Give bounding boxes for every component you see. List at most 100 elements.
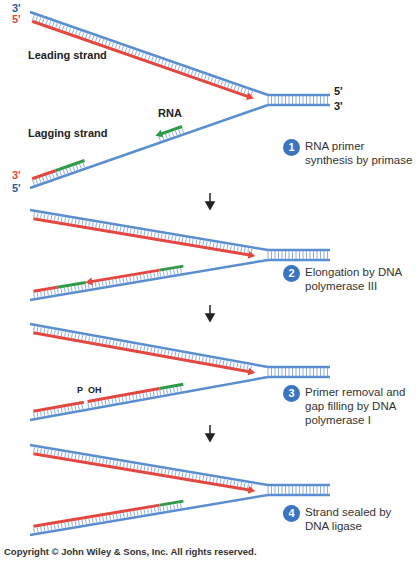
base-pair-tick xyxy=(119,278,121,283)
base-pair-tick xyxy=(144,466,146,471)
base-pair-tick xyxy=(241,88,243,93)
base-pair-tick xyxy=(49,174,51,179)
base-pair-tick xyxy=(157,349,159,354)
base-pair-tick xyxy=(66,27,68,32)
base-pair-tick xyxy=(199,475,201,480)
base-pair-tick xyxy=(85,221,87,226)
base-pair-tick xyxy=(140,230,142,235)
base-pair-tick xyxy=(115,44,117,49)
new-strand xyxy=(33,287,57,291)
base-pair-tick xyxy=(88,519,90,524)
base-pair-tick xyxy=(171,470,173,475)
base-pair-tick xyxy=(170,505,172,510)
base-pair-tick xyxy=(176,387,178,392)
base-pair-tick xyxy=(303,251,304,259)
base-pair-tick xyxy=(146,392,148,397)
base-pair-tick xyxy=(268,368,269,376)
base-pair-tick xyxy=(180,268,182,273)
base-pair-tick xyxy=(122,397,124,402)
base-pair-tick xyxy=(165,134,167,139)
strand-arrow-head xyxy=(248,486,256,494)
base-pair-tick xyxy=(49,21,51,26)
base-pair-tick xyxy=(138,52,140,57)
new-strand xyxy=(57,283,86,288)
base-pair-tick xyxy=(268,251,269,259)
base-pair-tick xyxy=(189,473,191,478)
base-pair-tick xyxy=(92,457,94,462)
base-pair-tick xyxy=(282,368,283,376)
base-pair-tick xyxy=(44,526,46,531)
base-pair-tick xyxy=(123,227,125,232)
base-pair-tick xyxy=(195,240,197,245)
step-label: 4Strand sealed by DNA ligase xyxy=(283,506,415,534)
base-pair-tick xyxy=(115,398,117,403)
base-pair-tick xyxy=(324,96,325,104)
base-pair-tick xyxy=(116,514,118,519)
base-pair-tick xyxy=(37,213,39,218)
base-pair-tick xyxy=(71,333,73,338)
base-pair-tick xyxy=(79,31,81,36)
base-pair-tick xyxy=(206,476,208,481)
base-pair-tick xyxy=(70,167,72,172)
base-pair-tick xyxy=(289,96,290,104)
step-description: Elongation by DNA polymerase III xyxy=(305,266,415,294)
base-pair-tick xyxy=(85,456,87,461)
base-pair-tick xyxy=(156,390,158,395)
base-pair-tick xyxy=(133,344,135,349)
step-number: 4 xyxy=(283,505,300,522)
base-pair-tick xyxy=(140,346,142,351)
base-pair-tick xyxy=(171,235,173,240)
end-label: 5' xyxy=(12,14,21,26)
base-pair-tick xyxy=(116,279,118,284)
base-pair-tick xyxy=(310,96,311,104)
base-pair-tick xyxy=(61,452,63,457)
base-pair-tick xyxy=(102,281,104,286)
base-pair-tick xyxy=(185,354,187,359)
base-pair-tick xyxy=(40,213,42,218)
base-pair-tick xyxy=(151,508,153,513)
down-arrow-head xyxy=(206,314,214,321)
base-pair-tick xyxy=(212,359,214,364)
base-pair-tick xyxy=(40,328,42,333)
base-pair-tick xyxy=(119,513,121,518)
base-pair-tick xyxy=(147,466,149,471)
base-pair-tick xyxy=(182,237,184,242)
base-pair-tick xyxy=(216,243,218,248)
base-pair-tick xyxy=(185,473,187,478)
base-pair-tick xyxy=(33,413,35,418)
primer-label: RNA xyxy=(158,108,182,120)
base-pair-tick xyxy=(94,402,96,407)
base-pair-tick xyxy=(109,280,111,285)
new-strand xyxy=(33,454,252,491)
base-pair-tick xyxy=(177,504,179,509)
base-pair-tick xyxy=(33,447,35,452)
strand-arrow-head xyxy=(155,130,163,138)
base-pair-tick xyxy=(88,336,90,341)
strand-name: Leading strand xyxy=(28,50,107,62)
base-pair-tick xyxy=(130,344,132,349)
base-pair-tick xyxy=(202,241,204,246)
base-pair-tick xyxy=(214,78,216,83)
base-pair-tick xyxy=(57,289,59,294)
base-pair-tick xyxy=(78,520,80,525)
base-pair-tick xyxy=(39,178,41,183)
parental-strand xyxy=(30,495,268,535)
base-pair-tick xyxy=(140,275,142,280)
base-pair-tick xyxy=(206,241,208,246)
base-pair-tick xyxy=(85,34,87,39)
base-pair-tick xyxy=(327,368,328,376)
parental-strand xyxy=(268,376,330,379)
base-pair-tick xyxy=(143,274,145,279)
base-pair-tick xyxy=(50,290,52,295)
base-pair-tick xyxy=(95,517,97,522)
base-pair-tick xyxy=(129,395,131,400)
base-pair-tick xyxy=(68,453,70,458)
parental-strand xyxy=(268,484,330,487)
base-pair-tick xyxy=(313,251,314,259)
base-pair-tick xyxy=(57,216,59,221)
base-pair-tick xyxy=(168,62,170,67)
base-pair-tick xyxy=(310,486,311,494)
base-pair-tick xyxy=(285,251,286,259)
base-pair-tick xyxy=(209,358,211,363)
base-pair-tick xyxy=(317,251,318,259)
